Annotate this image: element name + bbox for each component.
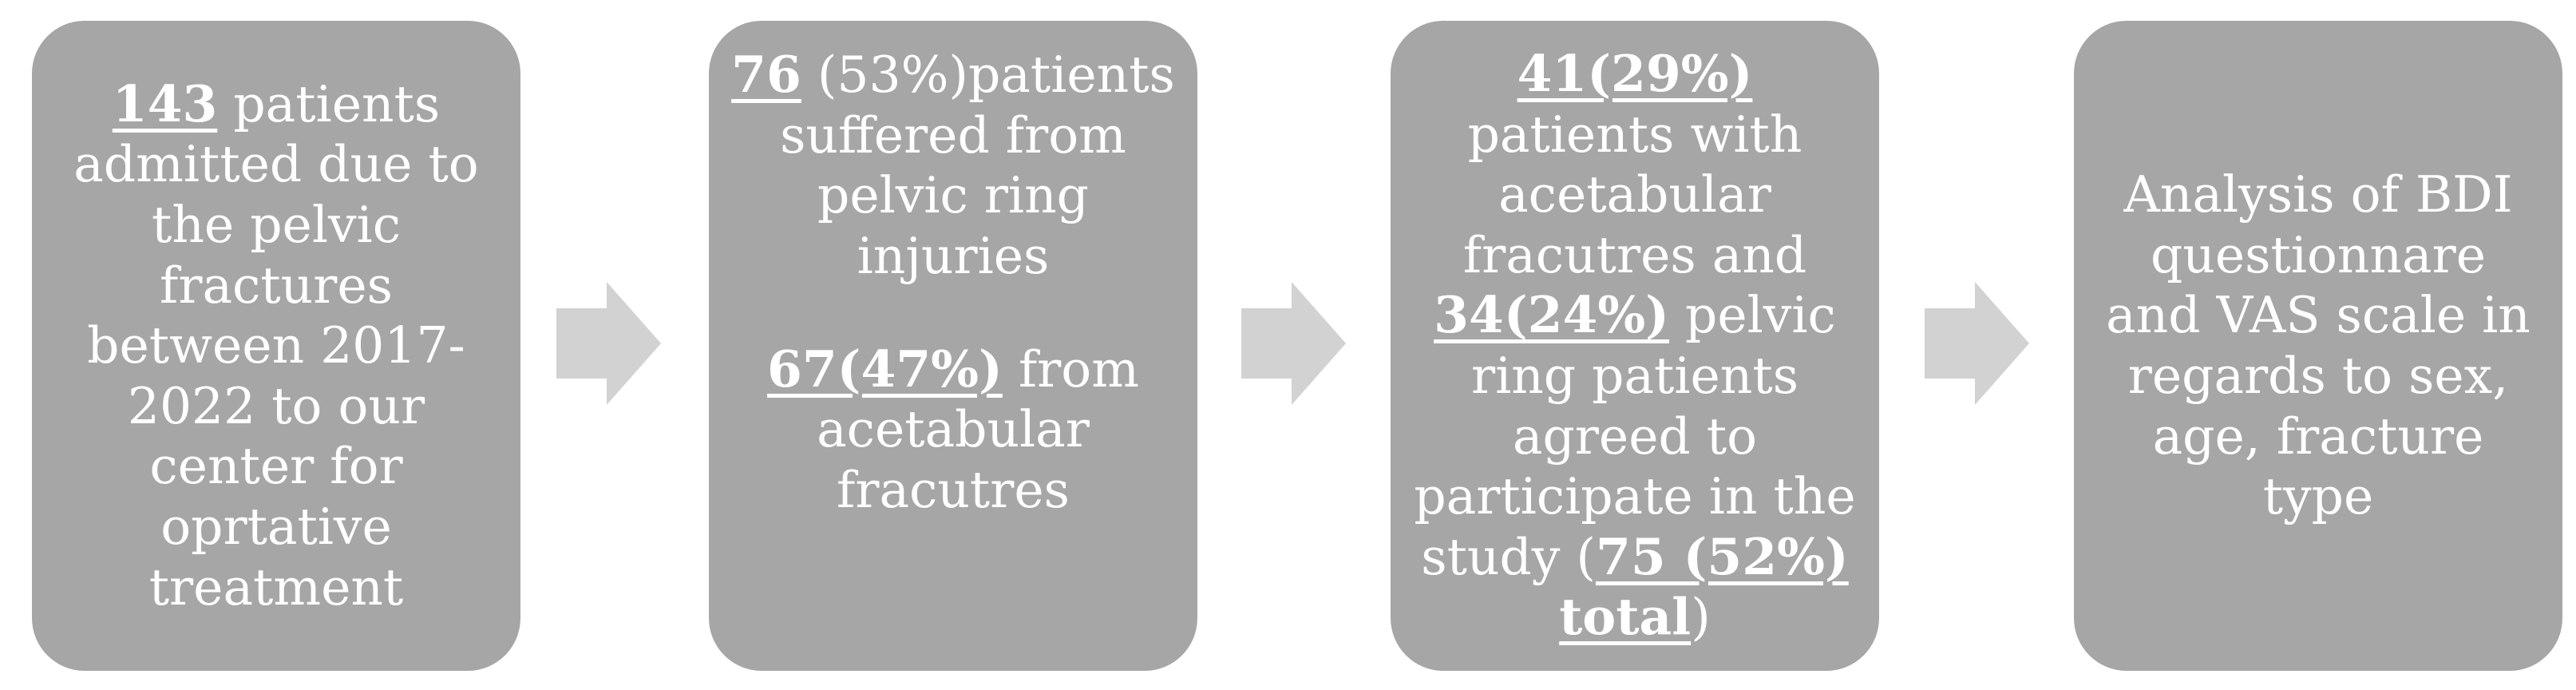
text-segment: Analysis of BDI questionnare and VAS sca… [2106,165,2530,526]
arrow-head [1975,282,2029,405]
flow-box-analysis: Analysis of BDI questionnare and VAS sca… [2074,21,2562,671]
text-segment: patients with acetabular fracutres and [1462,105,1807,284]
arrow-head [1292,282,1346,405]
arrow-right-icon [556,282,661,405]
flow-box-admitted-patients: 143 patients admitted due to the pelvic … [32,21,520,671]
flow-box-injury-breakdown: 76 (53%)patients suffered from pelvic ri… [709,21,1197,671]
arrow-right-icon [1241,282,1346,405]
arrow-head [607,282,661,405]
arrow-tail [1241,308,1292,379]
emphasized-value: 143 [112,73,218,133]
text-segment: from acetabular fracutres [817,339,1139,519]
text-segment: pelvic ring patients agreed to participa… [1414,286,1856,586]
text-segment: (53%)patients suffered from pelvic ring … [780,46,1175,285]
emphasized-value: 41(29%) [1517,44,1753,104]
text-segment: patients admitted due to the pelvic frac… [73,74,479,617]
arrow-tail [556,308,607,379]
emphasized-value: 67(47%) [767,339,1003,399]
text-segment: ) [1691,588,1711,647]
flow-box-study-participation: 41(29%) patients with acetabular fracutr… [1391,21,1879,671]
arrow-tail [1925,308,1975,379]
arrow-right-icon [1925,282,2029,405]
emphasized-value: 34(24%) [1434,285,1669,345]
emphasized-value: 76 [731,45,801,104]
emphasized-value: 75 (52%) total [1559,526,1849,647]
